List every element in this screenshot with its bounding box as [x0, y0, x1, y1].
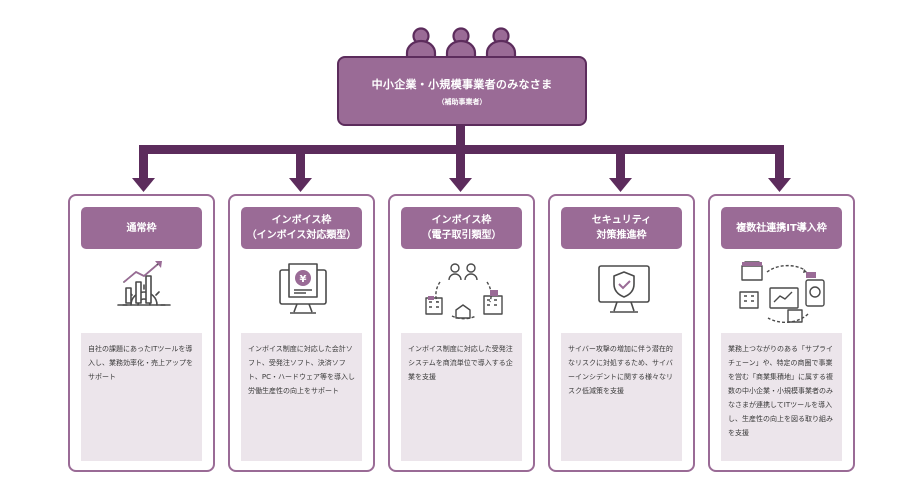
card-title: 複数社連携IT導入枠 — [721, 207, 842, 249]
card-title: セキュリティ 対策推進枠 — [561, 207, 682, 249]
shops-collaboration-icon — [739, 261, 825, 323]
card-description: インボイス制度に対応した会計ソフト、受発注ソフト、決済ソフト、PC・ハードウェア… — [241, 333, 362, 461]
gear-growth-chart-icon — [117, 261, 171, 306]
card-standard-frame: 通常枠 自社の課題にあったITツールを導入し、業務効率化・売上アップをサポート — [68, 194, 215, 472]
recipients-title: 中小企業・小規模事業者のみなさま — [371, 78, 553, 91]
card-multi-company-frame: 複数社連携IT導入枠 業務上つながりのある「サプライチェーン」や、特定の商圏で事… — [708, 194, 855, 472]
card-description: 自社の課題にあったITツールを導入し、業務効率化・売上アップをサポート — [81, 333, 202, 461]
card-description: インボイス制度に対応した受発注システムを商流単位で導入する企業を支援 — [401, 333, 522, 461]
card-title: インボイス枠 （インボイス対応類型） — [241, 207, 362, 249]
card-invoice-frame-invoice-type: インボイス枠 （インボイス対応類型） ¥ インボイス制度に対応した会計ソフト、受… — [228, 194, 375, 472]
card-description: サイバー攻撃の増加に伴う潜在的なリスクに対処するため、サイバーインシデントに関す… — [561, 333, 682, 461]
card-title: 通常枠 — [81, 207, 202, 249]
card-description: 業務上つながりのある「サプライチェーン」や、特定の商圏で事業を営む「商業集積地」… — [721, 333, 842, 461]
recipients-subtitle: （補助事業者） — [437, 98, 487, 106]
svg-text:¥: ¥ — [300, 274, 307, 285]
monitor-shield-icon — [598, 265, 650, 313]
monitor-yen-document-icon: ¥ — [279, 263, 327, 314]
card-invoice-frame-electronic-type: インボイス枠 （電子取引類型） インボイス制度に対応した受発注システムを商流単位… — [388, 194, 535, 472]
people-group-icon — [405, 27, 517, 60]
subsidy-recipients-box: 中小企業・小規模事業者のみなさま （補助事業者） — [337, 56, 587, 126]
card-security-frame: セキュリティ 対策推進枠 サイバー攻撃の増加に伴う潜在的なリスクに対処するため、… — [548, 194, 695, 472]
people-buildings-network-icon — [425, 263, 503, 320]
card-title: インボイス枠 （電子取引類型） — [401, 207, 522, 249]
